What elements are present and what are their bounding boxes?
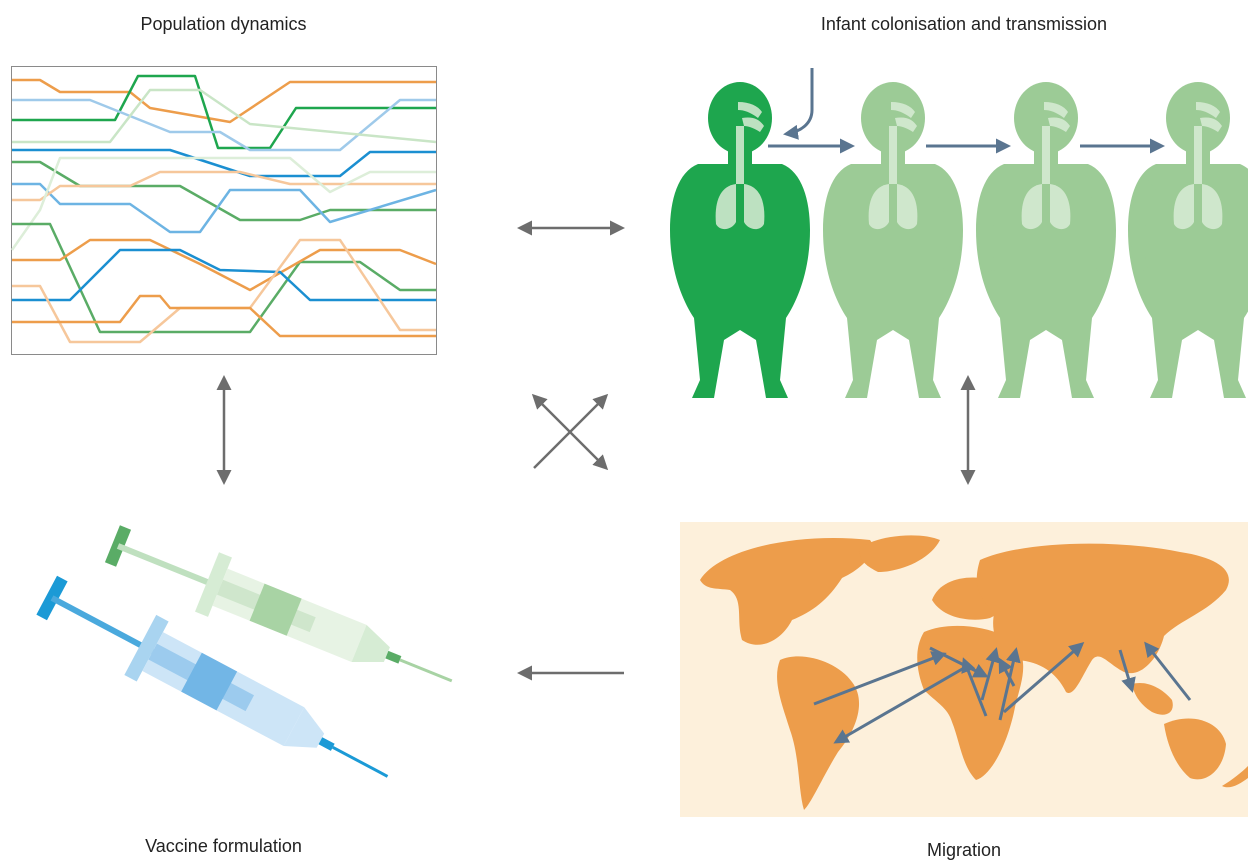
- infant-transmission-diagram: [670, 68, 1248, 398]
- infant-silhouette-icon: [670, 82, 810, 398]
- migration-arrows: [813, 641, 1192, 744]
- syringe-icon: [104, 525, 453, 683]
- vaccine-syringes: [36, 525, 453, 778]
- entry-arrow: [783, 68, 814, 140]
- infant-silhouette-icon: [823, 82, 963, 398]
- infant-silhouette-icon: [1128, 82, 1248, 398]
- cross-arrows-icon: [531, 393, 609, 471]
- infant-silhouette-icon: [976, 82, 1116, 398]
- connecting-arrows: [216, 220, 976, 681]
- infant-colonisation-caption: Infant colonisation and transmission: [820, 14, 1108, 34]
- migration-caption: Migration: [926, 840, 1002, 860]
- population-dynamics-caption: Population dynamics: [140, 14, 307, 34]
- population-dynamics-chart: [10, 66, 437, 355]
- vaccine-formulation-caption: Vaccine formulation: [145, 836, 302, 856]
- world-map-icon: [680, 522, 1248, 817]
- syringe-icon: [36, 575, 389, 778]
